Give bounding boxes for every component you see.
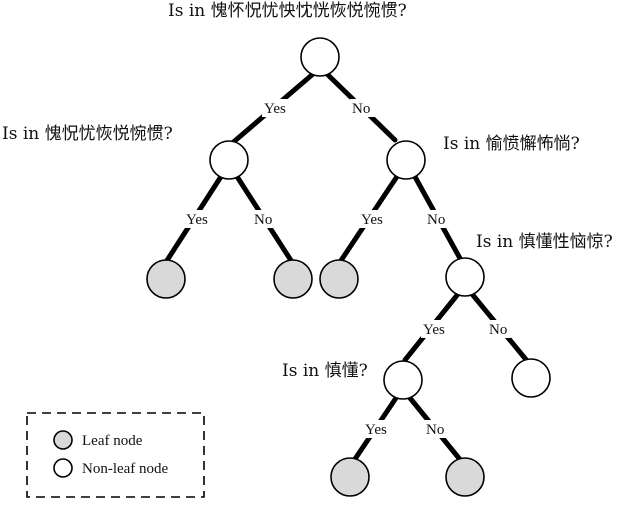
tree-nodes [146, 37, 551, 497]
question-q3: Is in 愉愤懈怖惝? [443, 134, 580, 154]
branch-label-no: No [489, 322, 507, 338]
branch-label-no: No [426, 422, 444, 438]
branch-label-yes: Yes [423, 322, 445, 338]
branch-label-yes: Yes [361, 212, 383, 228]
leaf-node-2 [273, 259, 313, 299]
leaf-node-4 [330, 457, 370, 497]
legend-non-leaf-swatch [53, 458, 73, 478]
question-labels: Is in 愧怀怳忧怏忱恍恢悦惋惯? Is in 愧怳忧恢悦惋惯? Is in … [2, 1, 613, 381]
node-q5 [383, 360, 423, 400]
node-q3 [386, 140, 426, 180]
leaf-node-5 [445, 457, 485, 497]
node-q2 [209, 140, 249, 180]
question-q4: Is in 慎懂性恼惊? [476, 232, 613, 252]
node-q4 [445, 257, 485, 297]
branch-label-yes: Yes [365, 422, 387, 438]
legend-non-leaf-label: Non-leaf node [82, 461, 169, 477]
branch-label-no: No [254, 212, 272, 228]
legend-box [26, 412, 205, 498]
node-root [300, 37, 340, 77]
branch-labels: Yes No Yes No Yes No Yes No Yes No [184, 99, 511, 438]
branch-label-no: No [427, 212, 445, 228]
leaf-node-3 [319, 259, 359, 299]
leaf-node-1 [146, 259, 186, 299]
non-leaf-node-end [511, 358, 551, 398]
legend: Leaf node Non-leaf node [26, 412, 205, 498]
branch-label-no: No [352, 101, 370, 117]
legend-leaf-label: Leaf node [82, 433, 143, 449]
question-q2: Is in 愧怳忧恢悦惋惯? [2, 124, 173, 144]
question-root: Is in 愧怀怳忧怏忱恍恢悦惋惯? [168, 1, 407, 21]
branch-label-yes: Yes [264, 101, 286, 117]
branch-label-yes: Yes [186, 212, 208, 228]
question-q5: Is in 慎懂? [282, 361, 368, 381]
legend-leaf-swatch [53, 430, 73, 450]
